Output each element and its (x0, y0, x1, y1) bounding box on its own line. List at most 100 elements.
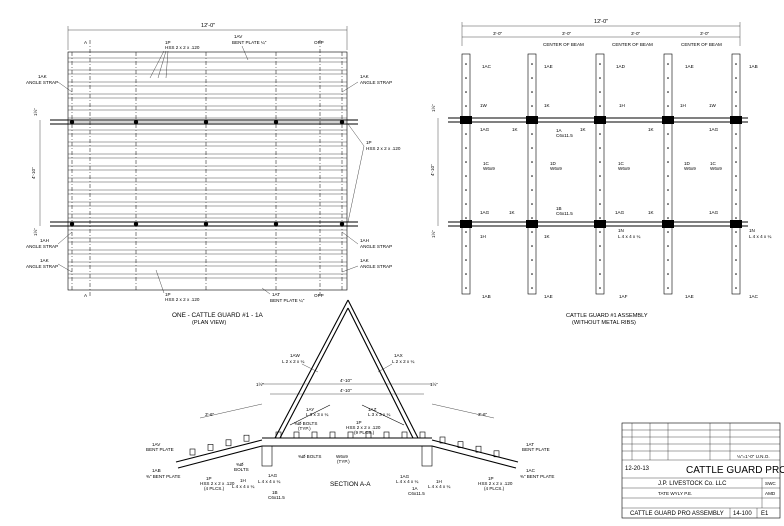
section-slope-rib-left (225, 439, 232, 447)
plan-ur-strap-id: 1AK (360, 74, 370, 79)
plan-bottom-rib-id: 1P (165, 292, 171, 297)
section-deck-rib (419, 431, 426, 439)
asm-beam-4-id: 1D (684, 161, 691, 166)
asm-beam-1-id: 1C (483, 161, 490, 166)
asm-dim-bay-2: 3'-0" (562, 31, 572, 36)
section-left-angle-desc: L 4 x 4 x ¼ (232, 484, 254, 489)
plan-bolt (133, 221, 139, 227)
section-deck-rib (401, 431, 408, 439)
asm-dim-edge-top: 1½" (430, 104, 436, 112)
tb-drawing-number: 14-100 (733, 511, 752, 517)
asm-column (595, 53, 605, 295)
section-slope-left (175, 439, 263, 463)
section-view: 4'-10" 4'-10" 1½" 1½" 3'-6" 3'-6" 1AW L … (146, 299, 554, 500)
asm-beam-4-desc: W6x9 (684, 166, 696, 171)
asm-dim-bay-4: 3'-0" (700, 31, 710, 36)
plan-dim-side: 4'-10" (31, 167, 36, 179)
section-slope-rib-left (189, 448, 196, 456)
tb-sheet-number: E1 (761, 511, 769, 517)
plan-dim-overall: 12'-0" (201, 23, 215, 29)
section-dim-left-edge: 1½" (256, 381, 264, 387)
asm-dim-edge-bottom: 1½" (430, 230, 436, 238)
section-bolts-top: ⅜Ø BOLTS (294, 421, 317, 426)
section-deck-rib (383, 431, 390, 439)
plan-bottom-plate-desc: BENT PLATE ¼" (270, 298, 305, 303)
plan-section-mark-tr: OPP (314, 40, 324, 45)
section-aframe-left (274, 299, 349, 439)
asm-column (731, 53, 741, 295)
asm-beam-5-id: 1C (710, 161, 717, 166)
plan-bolt (339, 119, 345, 125)
plan-section-mark-bl: A (84, 293, 88, 298)
section-deck-rib (293, 431, 300, 439)
plan-ll1-strap-id: 1AH (40, 238, 49, 243)
plan-right-rib-desc: HSS 2 x 2 x .120 (366, 146, 401, 151)
plan-top-rib-id: 1P (165, 40, 171, 45)
plan-section-mark-tl: A (84, 40, 88, 45)
asm-angle-right-desc: L 4 x 4 x ¼ (749, 234, 771, 239)
plan-section-mark-br: OPP (314, 293, 324, 298)
section-rib-center-desc: HSS 2 x 2 x .120 (346, 425, 381, 430)
asm-connection (526, 220, 538, 228)
section-mid-angle-desc: L 3 x 3 x ¼ (306, 412, 328, 417)
asm-subtitle: (WITHOUT METAL RIBS) (572, 320, 636, 326)
section-apex-right-desc: L 2 x 2 x ¼ (392, 359, 414, 364)
section-beam-right (421, 445, 433, 467)
plan-deck-outline (67, 51, 348, 291)
asm-connection (662, 220, 674, 228)
asm-top-id-5: 1AB (749, 64, 758, 69)
section-apex-left-desc: L 2 x 2 x ¼ (282, 359, 304, 364)
plan-bolt (273, 119, 279, 125)
section-left-bolts2: BOLTS (234, 467, 249, 472)
asm-column (461, 53, 471, 295)
plan-ul-strap-id: 1AK (38, 74, 48, 79)
section-left-rib-desc: HSS 2 x 2 x .120 (200, 481, 235, 486)
section-right-angle-id: 1AG (400, 474, 410, 479)
section-bolts-top-note: (TYP.) (298, 426, 311, 431)
section-left-angle2-id: 1AG (268, 473, 278, 478)
asm-bottom-id-3: 1AF (619, 294, 628, 299)
section-deck-rib (365, 431, 372, 439)
plan-bolt (339, 221, 345, 227)
asm-connection (594, 220, 606, 228)
plan-right-rib-id: 1P (366, 140, 372, 145)
tb-checked-by: AMD (765, 491, 776, 496)
section-right-rib-note: (4 PLCS.) (484, 486, 505, 491)
section-dim-left-slope: 3'-6" (205, 412, 215, 417)
section-left-angle2-desc: L 4 x 4 x ¼ (258, 479, 280, 484)
section-left-bolts: ⅜Ø (236, 462, 244, 467)
section-deck-ribs (275, 431, 426, 439)
plan-title: ONE - CATTLE GUARD #1 - 1A (172, 312, 264, 319)
section-slope-rib-right (439, 436, 446, 444)
plan-ll2-strap-desc: ANGLE STRAP (26, 264, 58, 269)
asm-column (663, 53, 673, 295)
section-slope-right (431, 439, 519, 463)
asm-angle-left-desc: L 4 x 4 x ¼ (618, 234, 640, 239)
asm-dim-bay-3: 3'-0" (631, 31, 641, 36)
section-left-bent-id: 1AB (152, 468, 161, 473)
section-dim-inner: 4'-10" (340, 388, 352, 393)
tb-sheet-title: CATTLE GUARD PRO ASSEMBLY (630, 511, 724, 517)
asm-bottom-id-5: 1AC (749, 294, 759, 299)
tb-project: CATTLE GUARD PRO (686, 465, 784, 476)
section-apex-right-id: 1AX (394, 353, 403, 358)
asm-channel-bottom-id: 1B (556, 206, 562, 211)
section-right-plate-id: 1AT (526, 442, 534, 447)
plan-bolt (69, 119, 75, 125)
asm-upper-id-4: 1K (512, 127, 519, 132)
plan-bolt (133, 119, 139, 125)
plan-bolt (203, 221, 209, 227)
asm-upper-id-8: 1H (680, 103, 686, 108)
plan-bottom-plate-id: 1AT (272, 292, 280, 297)
section-left-angle-id: 1H (240, 478, 246, 483)
plan-bolt (273, 221, 279, 227)
section-deck-rib (311, 431, 318, 439)
section-right-plate-desc: BENT PLATE (522, 447, 550, 452)
plan-bolt (203, 119, 209, 125)
section-deck-rib (347, 431, 354, 439)
asm-lower-id-5: 1AG (615, 210, 625, 215)
asm-upper-id-10: 1AG (709, 127, 719, 132)
section-left-channel-id: 1B (272, 490, 278, 495)
asm-upper-id-5: 1H (619, 103, 625, 108)
section-left-rib-note: (4 PLCS.) (204, 486, 225, 491)
